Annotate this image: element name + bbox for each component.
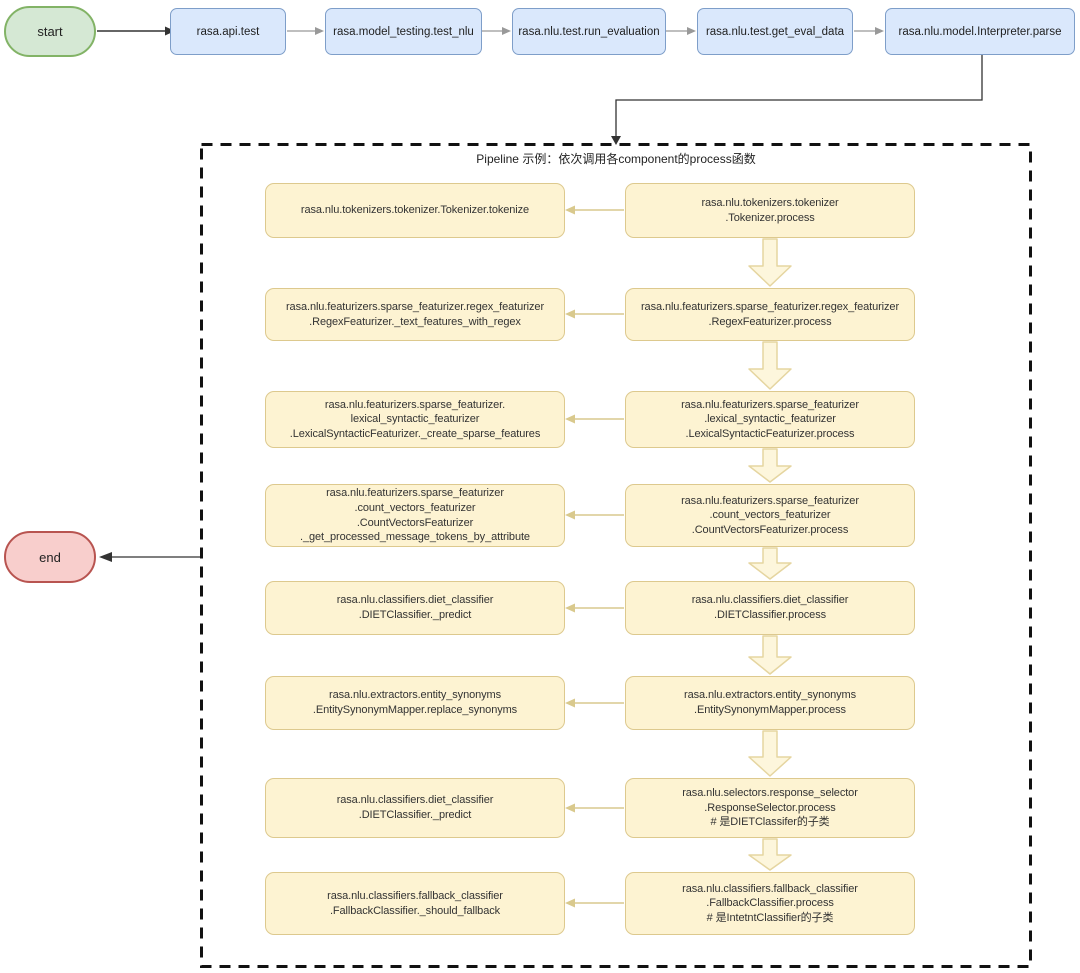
arrow-pipeline-to-end: [99, 552, 200, 562]
pipeline-process-box-entity-synonyms: rasa.nlu.extractors.entity_synonyms .Ent…: [625, 676, 915, 730]
pipeline-call-box-entity-synonyms: rasa.nlu.extractors.entity_synonyms .Ent…: [265, 676, 565, 730]
step-node-model-testing-test-nlu: rasa.model_testing.test_nlu: [325, 8, 482, 55]
step-node-label: rasa.nlu.model.Interpreter.parse: [898, 25, 1062, 38]
box-line: # 是DIETClassifer的子类: [710, 816, 830, 829]
step-node-interpreter-parse: rasa.nlu.model.Interpreter.parse: [885, 8, 1075, 55]
box-line: lexical_syntactic_featurizer: [350, 413, 480, 426]
pipeline-process-box-count-vectors: rasa.nlu.featurizers.sparse_featurizer .…: [625, 484, 915, 547]
pipeline-process-box-lexical-syntactic: rasa.nlu.featurizers.sparse_featurizer .…: [625, 391, 915, 448]
box-line: .RegexFeaturizer.process: [708, 315, 832, 328]
box-line: .DIETClassifier._predict: [358, 609, 472, 621]
box-line: rasa.nlu.tokenizers.tokenizer: [701, 196, 839, 209]
pipeline-call-box-diet-predict: rasa.nlu.classifiers.diet_classifier .DI…: [265, 581, 565, 635]
box-line: rasa.nlu.featurizers.sparse_featurizer.: [324, 398, 506, 411]
step-node-label: rasa.model_testing.test_nlu: [333, 25, 474, 38]
pipeline-call-box-lexical-syntactic: rasa.nlu.featurizers.sparse_featurizer. …: [265, 391, 565, 448]
arrow-interpreter-to-pipeline: [611, 55, 983, 145]
arrow-test-nlu-to-run-evaluation: [482, 27, 511, 35]
arrow-api-test-to-test-nlu: [287, 27, 324, 35]
end-node-label: end: [39, 549, 61, 565]
box-line: .FallbackClassifier._should_fallback: [329, 904, 501, 917]
pipeline-call-box-tokenizer-tokenize: rasa.nlu.tokenizers.tokenizer.Tokenizer.…: [265, 183, 565, 238]
start-node: start: [4, 6, 96, 57]
box-line: .RegexFeaturizer._text_features_with_reg…: [309, 315, 521, 328]
step-node-run-evaluation: rasa.nlu.test.run_evaluation: [512, 8, 666, 55]
pipeline-process-box-response-selector: rasa.nlu.selectors.response_selector .Re…: [625, 778, 915, 838]
start-node-label: start: [37, 24, 63, 39]
pipeline-call-box-fallback-should-fallback: rasa.nlu.classifiers.fallback_classifier…: [265, 872, 565, 935]
box-line: .EntitySynonymMapper.process: [694, 704, 846, 716]
box-line: .LexicalSyntacticFeaturizer._create_spar…: [289, 427, 541, 440]
step-node-get-eval-data: rasa.nlu.test.get_eval_data: [697, 8, 853, 55]
box-line: rasa.nlu.featurizers.sparse_featurizer.r…: [285, 300, 545, 313]
box-line: .lexical_syntactic_featurizer: [704, 413, 836, 426]
box-line: rasa.nlu.featurizers.sparse_featurizer: [681, 398, 859, 411]
pipeline-call-box-diet-predict-2: rasa.nlu.classifiers.diet_classifier .DI…: [265, 778, 565, 838]
pipeline-call-box-regex-featurizer: rasa.nlu.featurizers.sparse_featurizer.r…: [265, 288, 565, 341]
box-line: rasa.nlu.classifiers.diet_classifier: [336, 594, 494, 607]
box-line: rasa.nlu.featurizers.sparse_featurizer.r…: [640, 300, 900, 313]
box-line: .FallbackClassifier.process: [706, 897, 834, 910]
box-line: .DIETClassifier._predict: [358, 809, 472, 821]
box-line: rasa.nlu.tokenizers.tokenizer.Tokenizer.…: [300, 204, 530, 217]
box-line: .CountVectorsFeaturizer: [356, 516, 474, 529]
box-line: .LexicalSyntacticFeaturizer.process: [685, 427, 855, 440]
pipeline-call-box-count-vectors: rasa.nlu.featurizers.sparse_featurizer .…: [265, 484, 565, 547]
box-line: rasa.nlu.classifiers.diet_classifier: [691, 594, 849, 607]
box-line: rasa.nlu.selectors.response_selector: [682, 787, 858, 800]
box-line: rasa.nlu.classifiers.fallback_classifier: [682, 882, 858, 895]
pipeline-title: Pipeline 示例：依次调用各component的process函数: [476, 152, 756, 166]
step-node-api-test: rasa.api.test: [170, 8, 286, 55]
box-line: .EntitySynonymMapper.replace_synonyms: [312, 704, 518, 716]
box-line: .count_vectors_featurizer: [709, 509, 831, 522]
box-line: rasa.nlu.featurizers.sparse_featurizer: [681, 494, 859, 507]
box-line: .ResponseSelector.process: [704, 801, 836, 814]
box-line: # 是IntetntClassifier的子类: [706, 911, 834, 924]
pipeline-process-box-fallback-classifier: rasa.nlu.classifiers.fallback_classifier…: [625, 872, 915, 935]
pipeline-process-box-diet-classifier: rasa.nlu.classifiers.diet_classifier .DI…: [625, 581, 915, 635]
box-line: rasa.nlu.extractors.entity_synonyms: [684, 689, 856, 702]
arrow-get-eval-data-to-interpreter-parse: [854, 27, 884, 35]
step-node-label: rasa.nlu.test.run_evaluation: [518, 25, 660, 38]
box-line: .Tokenizer.process: [725, 211, 815, 224]
pipeline-process-box-tokenizer: rasa.nlu.tokenizers.tokenizer .Tokenizer…: [625, 183, 915, 238]
step-node-label: rasa.nlu.test.get_eval_data: [705, 25, 845, 38]
box-line: rasa.nlu.classifiers.fallback_classifier: [327, 889, 503, 902]
box-line: rasa.nlu.extractors.entity_synonyms: [329, 689, 501, 702]
pipeline-process-box-regex-featurizer: rasa.nlu.featurizers.sparse_featurizer.r…: [625, 288, 915, 341]
box-line: .count_vectors_featurizer: [354, 501, 476, 514]
end-node: end: [4, 531, 96, 583]
arrow-run-evaluation-to-get-eval-data: [666, 27, 696, 35]
arrow-start-to-api-test: [97, 26, 175, 36]
step-node-label: rasa.api.test: [196, 25, 260, 38]
arrow-process-to-call: [565, 205, 624, 908]
box-line: rasa.nlu.featurizers.sparse_featurizer: [326, 487, 504, 500]
box-line: .CountVectorsFeaturizer.process: [691, 523, 849, 536]
box-line: ._get_processed_message_tokens_by_attrib…: [300, 531, 530, 544]
box-line: .DIETClassifier.process: [713, 609, 826, 621]
pipeline-dashed-border: [200, 143, 1032, 968]
box-line: rasa.nlu.classifiers.diet_classifier: [336, 794, 494, 807]
